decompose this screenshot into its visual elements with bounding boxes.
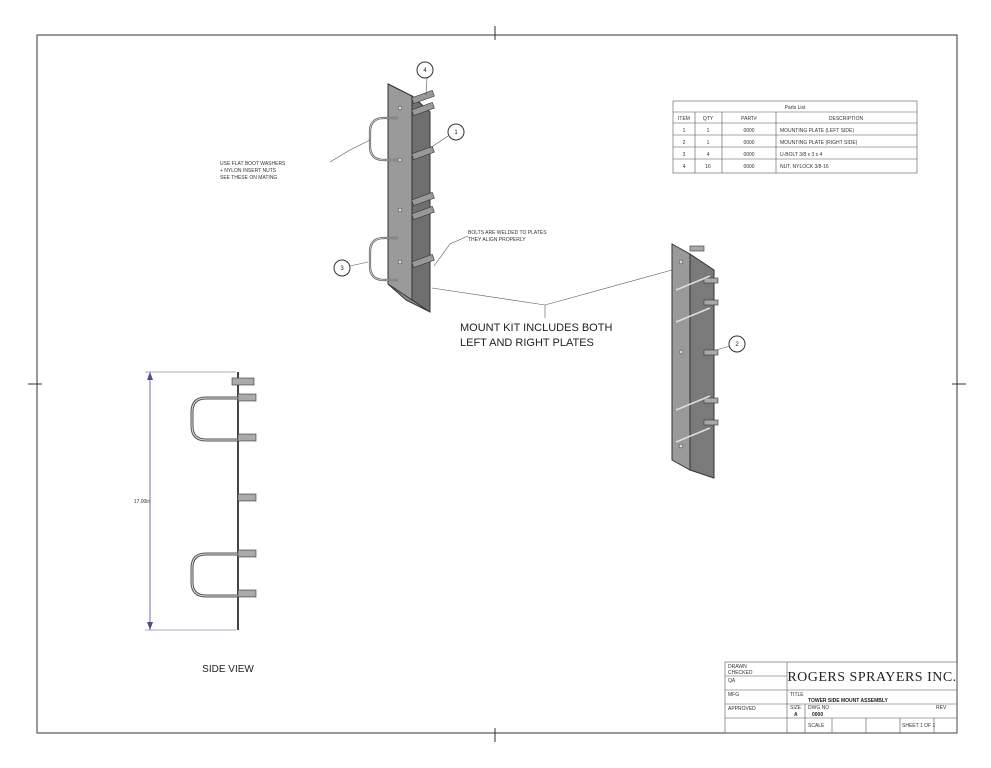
note-ubolt-line1: USE FLAT BOOT WASHERS <box>220 161 286 167</box>
title-block-scale-label: SCALE <box>808 723 825 729</box>
balloon-item-top-label: 4 <box>423 68 427 74</box>
title-block-company: ROGERS SPRAYERS INC. <box>787 670 956 685</box>
parts-header-part: PART# <box>741 116 757 122</box>
title-block-rev-label: REV <box>936 705 947 711</box>
left-plate-bolts <box>411 90 435 268</box>
parts-row-2-desc: MOUNTING PLATE (RIGHT SIDE) <box>780 140 858 146</box>
left-mounting-plate <box>368 83 435 313</box>
title-block-qa: QA <box>728 678 736 684</box>
parts-row-4-part: 0000 <box>743 164 754 170</box>
side-view <box>190 372 257 630</box>
title-block-size-value: A <box>794 712 798 718</box>
title-block-mfg: MFG <box>728 692 739 698</box>
left-plate-upper-ubolt <box>368 116 398 162</box>
parts-row-3-item: 3 <box>683 152 686 158</box>
parts-row-1-desc: MOUNTING PLATE (LEFT SIDE) <box>780 128 854 134</box>
parts-row-1-part: 0000 <box>743 128 754 134</box>
balloon-item-top <box>416 61 434 79</box>
parts-header-qty: QTY <box>703 116 714 122</box>
balloon-item-right-plate <box>728 335 746 353</box>
parts-list-title: Parts List <box>785 105 806 111</box>
right-mounting-plate <box>671 243 719 479</box>
title-block-title-label: TITLE <box>790 692 804 698</box>
side-view-dimension: 17.00in <box>134 371 236 631</box>
parts-row-2-item: 2 <box>683 140 686 146</box>
parts-row-2-qty: 1 <box>707 140 710 146</box>
parts-row-3-part: 0000 <box>743 152 754 158</box>
parts-row-3-desc: U-BOLT 3/8 x 3 x 4 <box>780 152 823 158</box>
parts-header-item: ITEM <box>678 116 690 122</box>
side-view-label: SIDE VIEW <box>202 664 254 675</box>
right-plate-bolts <box>689 245 719 426</box>
title-block-title-value: TOWER SIDE MOUNT ASSEMBLY <box>808 698 888 704</box>
balloon-item-upper-right <box>447 123 465 141</box>
title-block-drawn: DRAWN <box>728 664 747 670</box>
note-bolts-line1: BOLTS ARE WELDED TO PLATES <box>468 230 547 236</box>
parts-row-4-qty: 16 <box>705 164 711 170</box>
balloon-item-left-ubolt <box>333 259 351 277</box>
note-mount-kit-line2: LEFT AND RIGHT PLATES <box>460 337 594 349</box>
parts-row-3-qty: 4 <box>707 152 710 158</box>
parts-row-4-desc: NUT, NYLOCK 3/8-16 <box>780 164 829 170</box>
left-plate-lower-ubolt <box>368 236 398 282</box>
right-plate-slots <box>675 275 711 443</box>
title-block: DRAWN CHECKED QA MFG APPROVED ROGERS SPR… <box>724 661 958 734</box>
parts-list-table: Parts List ITEM QTY PART# DESCRIPTION 1 … <box>672 100 918 174</box>
title-block-approved: APPROVED <box>728 706 756 712</box>
note-ubolt-line2: + NYLON INSERT NUTS <box>220 168 277 174</box>
balloon-item-left-ubolt-label: 3 <box>340 266 344 272</box>
note-ubolt-line3: SEE THESE ON MATING <box>220 175 277 181</box>
title-block-size-label: SIZE <box>790 705 802 711</box>
title-block-sheet-label: SHEET 1 OF 1 <box>902 723 935 729</box>
title-block-dwg-label: DWG NO <box>808 705 829 711</box>
title-block-checked: CHECKED <box>728 670 753 676</box>
dimension-label: 17.00in <box>134 499 151 505</box>
balloon-item-upper-right-label: 1 <box>454 130 458 136</box>
balloon-item-right-plate-label: 2 <box>735 342 739 348</box>
parts-header-description: DESCRIPTION <box>829 116 864 122</box>
parts-row-1-qty: 1 <box>707 128 710 134</box>
note-bolts-line2: THEY ALIGN PROPERLY <box>468 237 526 243</box>
parts-row-2-part: 0000 <box>743 140 754 146</box>
parts-row-4-item: 4 <box>683 164 686 170</box>
title-block-dwg-value: 0000 <box>812 712 823 718</box>
note-mount-kit-line1: MOUNT KIT INCLUDES BOTH <box>460 322 612 334</box>
parts-row-1-item: 1 <box>683 128 686 134</box>
